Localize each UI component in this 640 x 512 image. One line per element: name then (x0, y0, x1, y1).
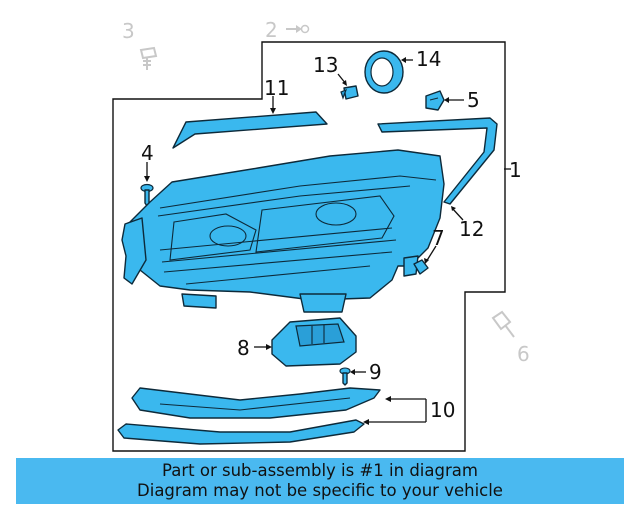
callout-13: 13 (313, 53, 338, 77)
screw-4 (140, 183, 154, 207)
callout-4: 4 (141, 141, 154, 165)
lower-trim-strip-lower (117, 419, 365, 445)
callout-8: 8 (237, 336, 250, 360)
bolt-3-faded (139, 46, 158, 70)
callout-7: 7 (432, 226, 445, 250)
headlamp-assembly (121, 149, 445, 313)
callout-11: 11 (264, 76, 289, 100)
bolt-6-faded (491, 310, 515, 338)
callout-2: 2 (265, 18, 278, 42)
upper-trim-strip (172, 111, 328, 149)
callout-6: 6 (517, 342, 530, 366)
clip-7 (413, 259, 429, 275)
callout-1: 1 (509, 158, 522, 182)
leader-2-faded (286, 24, 310, 34)
lower-trim-strip-upper (131, 387, 381, 419)
info-banner: Part or sub-assembly is #1 in diagram Di… (16, 458, 624, 504)
callout-14: 14 (416, 47, 441, 71)
assembly-outline (112, 41, 506, 452)
bulb-13 (340, 85, 359, 100)
callout-12: 12 (459, 217, 484, 241)
leader-10 (366, 398, 427, 423)
callout-3: 3 (122, 19, 135, 43)
callout-10: 10 (430, 398, 455, 422)
callout-9: 9 (369, 360, 382, 384)
leader-7 (425, 245, 437, 263)
callout-5: 5 (467, 88, 480, 112)
banner-line-2: Diagram may not be specific to your vehi… (137, 481, 503, 500)
side-trim-strip (377, 117, 498, 205)
bracket-5 (425, 90, 445, 111)
control-module-8 (271, 317, 357, 367)
screw-9 (339, 367, 351, 386)
banner-line-1: Part or sub-assembly is #1 in diagram (162, 461, 478, 480)
leader-12 (451, 207, 464, 221)
cap-14 (364, 50, 404, 94)
leader-arrowheads (144, 57, 456, 425)
